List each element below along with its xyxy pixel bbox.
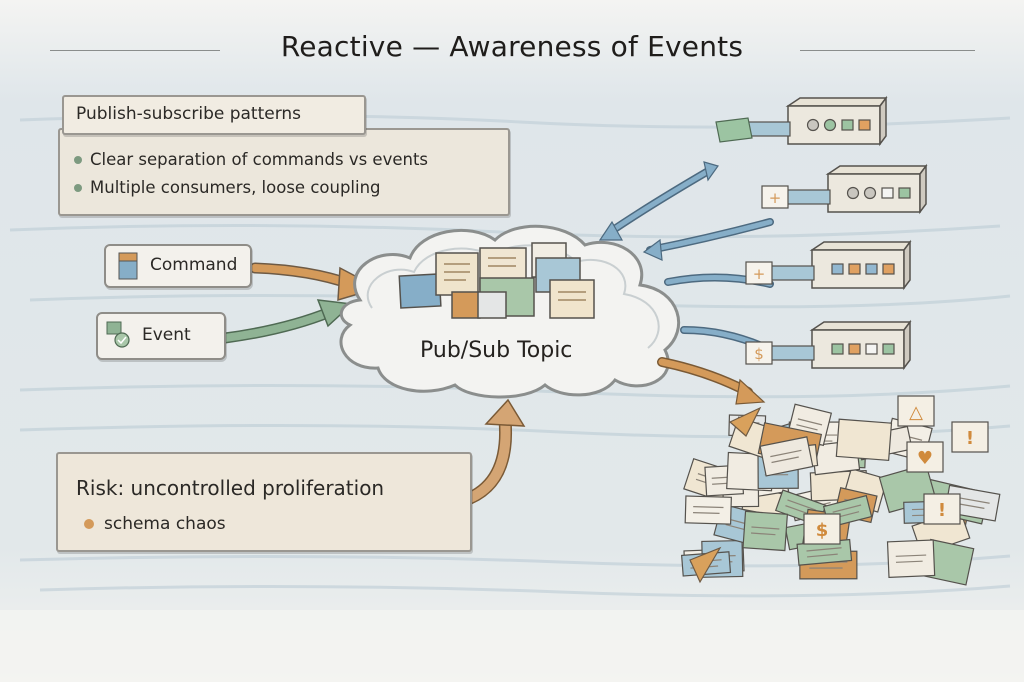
risk-bullet-text: schema chaos (104, 514, 226, 534)
svg-text:$: $ (754, 345, 764, 363)
status-light-icon (831, 343, 844, 355)
pile-message-line (807, 553, 838, 558)
risk-heading: Risk: uncontrolled proliferation (76, 476, 385, 500)
consumer-box (715, 95, 888, 147)
bullet-dot-icon (74, 155, 82, 164)
topic-label: Pub/Sub Topic (420, 338, 573, 363)
status-light-icon (898, 187, 911, 199)
event-label: Event (142, 325, 191, 345)
bullet-text: Clear separation of commands vs events (90, 150, 429, 169)
message-pile: !! ♥ $ △ (680, 395, 1001, 586)
pile-message-line (832, 504, 862, 513)
status-light-icon (865, 343, 878, 355)
event-arrow (219, 299, 354, 344)
status-light-icon (806, 118, 820, 132)
arrow-heads (598, 161, 766, 405)
pile-symbol-icon: △ (897, 395, 935, 427)
svg-text:♥: ♥ (917, 448, 933, 469)
title-rule-right (800, 50, 975, 51)
pile-message-line (787, 499, 817, 511)
event-message-icon (106, 321, 130, 348)
risk-card: Risk: uncontrolled proliferation schema … (56, 452, 472, 552)
command-chip: Command (104, 244, 252, 288)
status-light-icon (882, 263, 895, 275)
pile-message-line (693, 512, 720, 514)
consumer-box: $ (745, 319, 912, 371)
consumer-box: + (761, 163, 928, 215)
title-bar: Reactive — Awareness of Events (0, 22, 1024, 72)
patterns-card-heading: Publish-subscribe patterns (62, 95, 366, 135)
svg-text:$: $ (816, 520, 829, 541)
status-light-icon (858, 119, 871, 131)
pile-message-line (895, 554, 927, 557)
status-light-icon (831, 263, 844, 275)
svg-text:+: + (769, 189, 782, 207)
page-title: Reactive — Awareness of Events (280, 30, 744, 63)
pile-message-line (797, 418, 823, 426)
bullet-dot-icon (84, 519, 94, 529)
message-text-lines (444, 257, 586, 301)
command-message-icon (118, 252, 138, 280)
patterns-card-body: Clear separation of commands vs events M… (58, 128, 510, 216)
pile-message-line (750, 532, 776, 536)
pile-message-line (751, 526, 780, 530)
pattern-bullet: Multiple consumers, loose coupling (74, 178, 381, 197)
pile-message-line (895, 560, 923, 563)
event-chip: Event (96, 312, 226, 360)
risk-bullet: schema chaos (84, 514, 226, 534)
pile-symbol-icon: ! (923, 493, 961, 525)
svg-text:+: + (753, 265, 766, 283)
pile-message-line (771, 456, 799, 464)
status-light-icon (882, 343, 895, 355)
connector-badge-icon: $ (745, 341, 773, 365)
connector-badge-icon: + (745, 261, 773, 285)
pattern-bullet: Clear separation of commands vs events (74, 150, 428, 169)
connector-badge-icon: + (761, 185, 789, 209)
bullet-dot-icon (74, 183, 82, 192)
pile-message (886, 539, 936, 579)
pile-message-line (956, 496, 990, 504)
status-light-icon (865, 263, 878, 275)
pile-message (759, 436, 814, 477)
status-light-icon (846, 186, 860, 200)
pile-message-line (770, 449, 802, 458)
status-light-icon (863, 186, 877, 200)
pile-symbol-icon: ! (951, 421, 989, 453)
pile-symbol-icon: $ (803, 513, 841, 545)
svg-text:!: ! (938, 500, 946, 521)
svg-text:!: ! (966, 428, 974, 449)
patterns-heading-text: Publish-subscribe patterns (76, 104, 302, 124)
pile-message (684, 495, 732, 525)
pile-symbol-icon: ♥ (906, 441, 944, 473)
status-light-icon (881, 187, 894, 199)
pile-message (835, 418, 893, 462)
warning-shard-icon (689, 546, 722, 584)
pile-message-line (806, 547, 842, 552)
pile-message (742, 510, 789, 552)
topic-messages (398, 242, 595, 319)
svg-text:△: △ (909, 402, 923, 423)
pile-message-line (693, 506, 724, 509)
status-light-icon (848, 263, 861, 275)
title-rule-left (50, 50, 220, 51)
connector-badge-icon (715, 117, 753, 143)
status-light-icon (841, 119, 854, 131)
status-light-icon (823, 118, 837, 132)
command-label: Command (150, 255, 238, 275)
consumer-box: + (745, 239, 912, 291)
status-light-icon (848, 343, 861, 355)
pile-message-line (785, 505, 811, 516)
warning-shard-icon (728, 406, 762, 437)
pile-message-line (796, 424, 818, 431)
bullet-text: Multiple consumers, loose coupling (90, 178, 381, 197)
consumer-services: + + $ (715, 95, 928, 371)
proliferation-arrow (463, 398, 526, 505)
